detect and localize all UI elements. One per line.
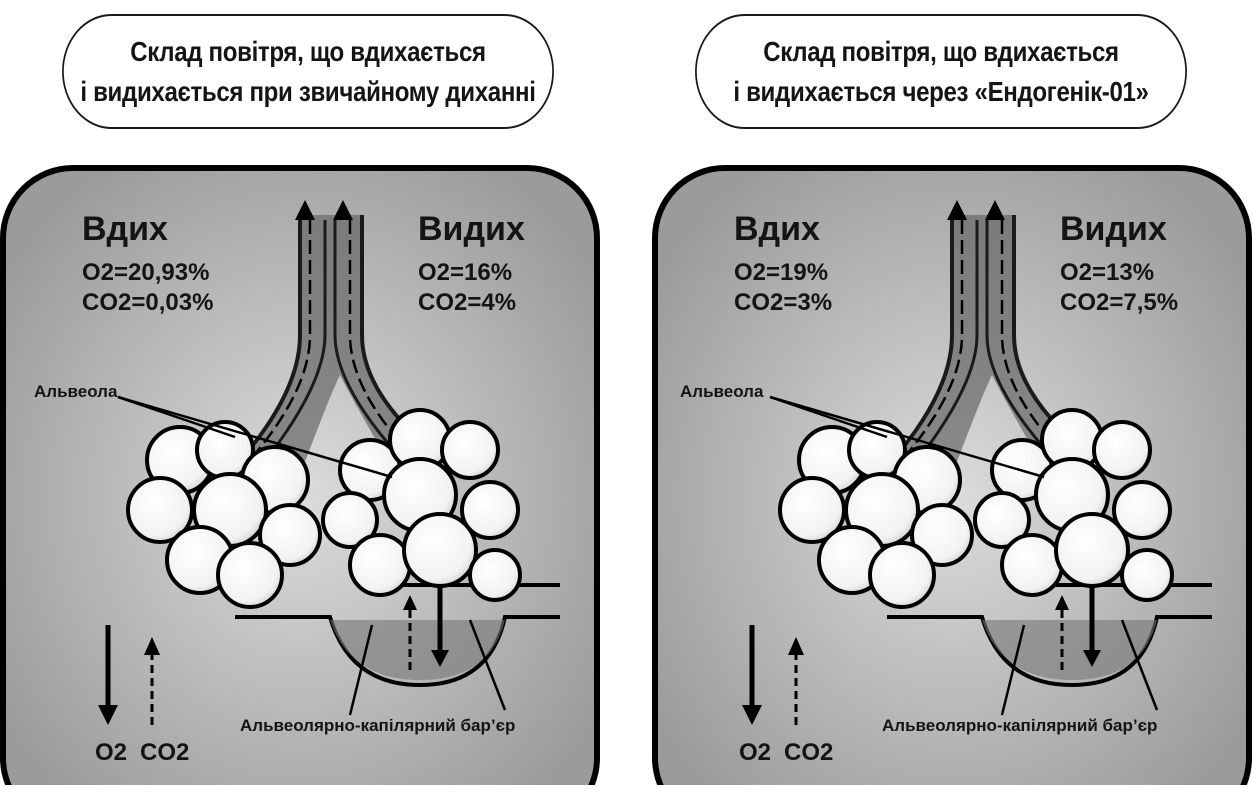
title-box-normal-breathing: Склад повітря, що вдихається і видихаєть… <box>62 14 554 129</box>
exhale-co2: CO2=4% <box>418 289 516 316</box>
barrier-label: Альвеолярно-капілярний бар’єр <box>882 716 1157 735</box>
alveola-label: Альвеола <box>680 382 764 401</box>
legend-o2: O2 <box>739 739 771 766</box>
exhale-o2: O2=13% <box>1060 259 1154 286</box>
inhale-o2: O2=20,93% <box>82 259 209 286</box>
exhale-heading: Видих <box>418 210 525 248</box>
title-line-2: і видихається через «Ендогенік-01» <box>733 72 1148 112</box>
title-line-2: і видихається при звичайному диханні <box>80 72 535 112</box>
title-line-1: Склад повітря, що вдихається <box>763 32 1119 72</box>
alveoli-diagram: Вдих O2=20,93% CO2=0,03% Видих O2=16% CO… <box>0 165 600 785</box>
inhale-o2: O2=19% <box>734 259 828 286</box>
legend-co2: CO2 <box>140 739 189 766</box>
legend-o2: O2 <box>95 739 127 766</box>
inhale-heading: Вдих <box>82 210 168 248</box>
exhale-o2: O2=16% <box>418 259 512 286</box>
inhale-co2: CO2=0,03% <box>82 289 213 316</box>
exhale-co2: CO2=7,5% <box>1060 289 1178 316</box>
inhale-heading: Вдих <box>734 210 820 248</box>
barrier-label: Альвеолярно-капілярний бар’єр <box>240 716 515 735</box>
title-box-endogenic: Склад повітря, що вдихається і видихаєть… <box>695 14 1187 129</box>
inhale-co2: CO2=3% <box>734 289 832 316</box>
alveoli-diagram: Вдих O2=19% CO2=3% Видих O2=13% CO2=7,5%… <box>652 165 1252 785</box>
diagram-panel-endogenic: Вдих O2=19% CO2=3% Видих O2=13% CO2=7,5%… <box>652 165 1252 785</box>
alveola-label: Альвеола <box>34 382 118 401</box>
diagram-panel-normal-breathing: Вдих O2=20,93% CO2=0,03% Видих O2=16% CO… <box>0 165 600 785</box>
exhale-heading: Видих <box>1060 210 1167 248</box>
title-line-1: Склад повітря, що вдихається <box>130 32 486 72</box>
legend-co2: CO2 <box>784 739 833 766</box>
